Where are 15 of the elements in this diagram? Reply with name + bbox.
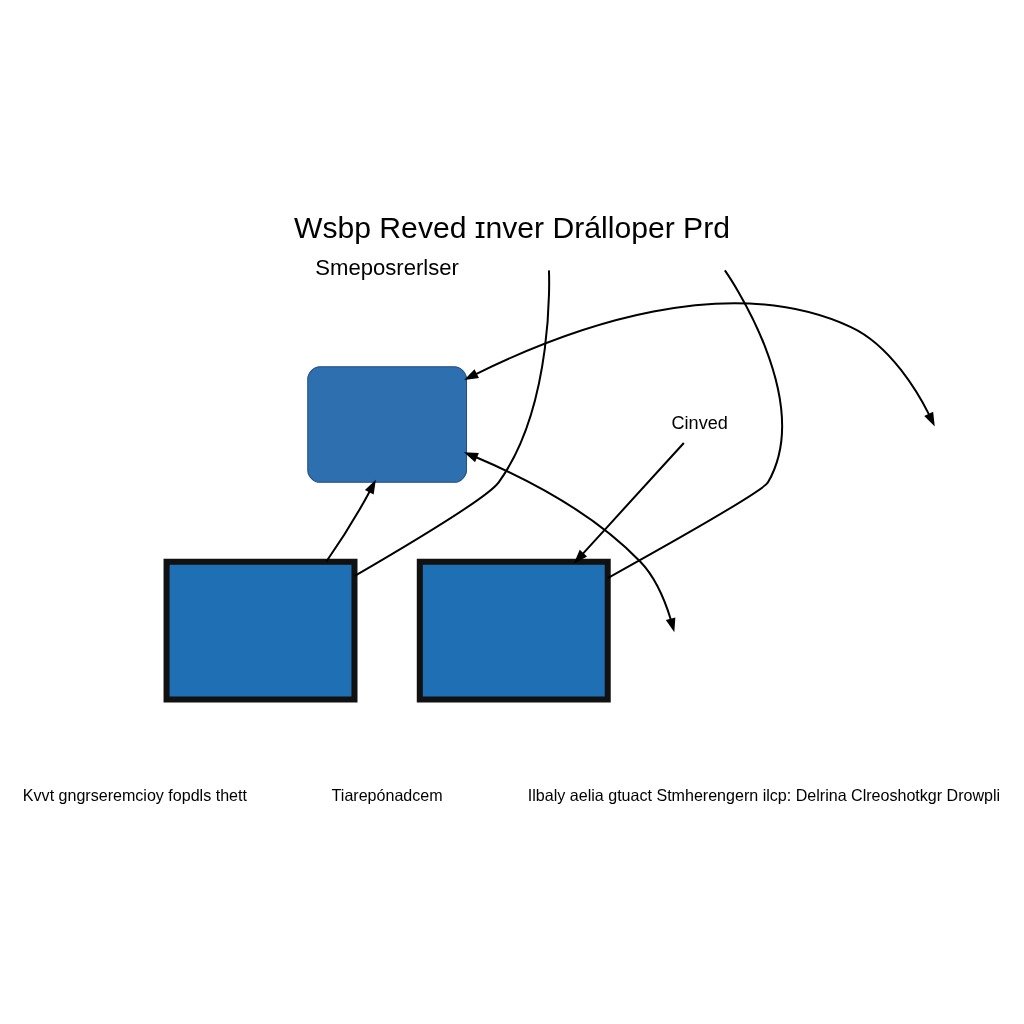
label: Ilbaly aelia gtuact Stmherengern ilcp: Delrina Clreoshotkgr Drowpli (527, 785, 1001, 804)
node-box (163, 558, 358, 702)
arrow (464, 302, 935, 426)
node-box (416, 558, 611, 702)
connector (354, 269, 551, 577)
diagram-title: Wsbp Reved ɪnver Drálloper Prd (294, 210, 730, 244)
arrow (463, 451, 676, 632)
label: Tiarepónadcem (331, 785, 443, 804)
label: Kvvt gngrseremcioy fopdls thett (22, 785, 247, 804)
connector (607, 269, 783, 579)
label: Smeposrerlser (315, 254, 459, 280)
node-text: Cinved (671, 412, 728, 433)
arrow (573, 441, 685, 564)
arrow (325, 479, 376, 562)
node-person (307, 365, 468, 483)
